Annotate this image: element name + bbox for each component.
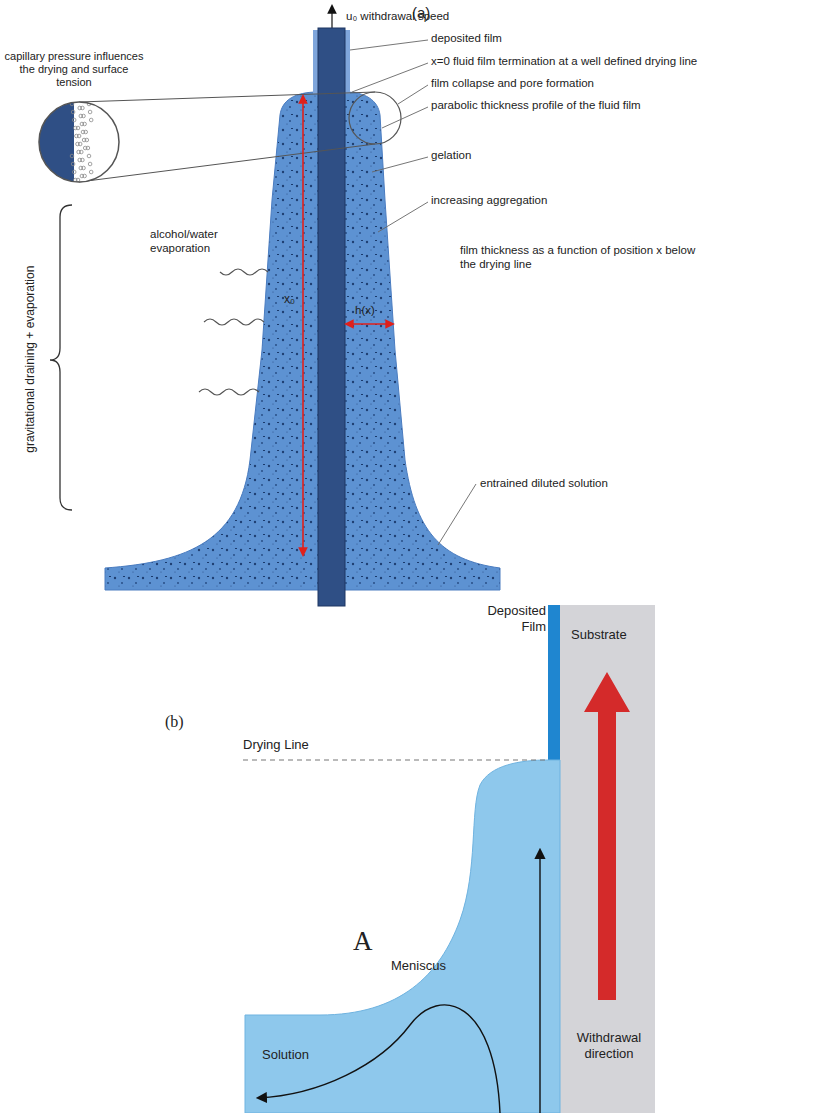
callout-label: capillary pressure influences the drying…	[4, 50, 144, 90]
callout-label: entrained diluted solution	[480, 477, 608, 491]
magnifier-spot	[349, 92, 401, 144]
magnifier-line	[79, 92, 375, 102]
flow-arrow	[539, 850, 540, 1113]
magnifier-line	[79, 144, 375, 182]
drying-line	[243, 759, 546, 760]
substrate	[560, 605, 655, 1113]
part-label: Deposited Film	[478, 603, 546, 634]
part-label: Substrate	[571, 627, 627, 643]
callout-label: film collapse and pore formation	[431, 77, 594, 91]
part-label: Withdrawal direction	[566, 1030, 652, 1061]
deposited-film	[548, 605, 560, 761]
line-label: Drying Line	[243, 737, 309, 753]
dimension-label: h(x)	[355, 304, 375, 318]
flow-arrow	[258, 1005, 500, 1113]
magnifier	[39, 102, 119, 182]
callout-label: x=0 fluid film termination at a well def…	[431, 55, 697, 69]
callout-label: increasing aggregation	[431, 194, 547, 208]
callout-label: parabolic thickness profile of the fluid…	[431, 99, 641, 113]
fluid-film	[105, 92, 500, 590]
speed-label: u₀ withdrawal speed	[346, 10, 449, 24]
bracket	[50, 205, 72, 510]
callout-label: film thickness as a function of position…	[460, 244, 700, 272]
region-label: Meniscus	[391, 958, 446, 974]
bracket-label: gravitational draining + evaporation	[23, 199, 37, 519]
region-label: Solution	[262, 1047, 309, 1063]
dimension-label: x₀	[284, 292, 295, 306]
magnified-pores	[38, 100, 122, 184]
x0-dimension	[302, 96, 304, 555]
hx-dimension	[346, 323, 393, 325]
substrate	[318, 28, 345, 606]
callout-label: alcohol/water evaporation	[150, 228, 250, 256]
panel-letter: (b)	[165, 712, 184, 731]
evaporation-waves	[199, 269, 268, 395]
callout-label: deposited film	[431, 32, 502, 46]
withdrawal-arrow	[584, 672, 630, 1000]
callout-label: gelation	[431, 149, 471, 163]
leader-lines	[350, 40, 476, 545]
meniscus	[245, 760, 560, 1113]
region-letter: A	[353, 925, 373, 957]
